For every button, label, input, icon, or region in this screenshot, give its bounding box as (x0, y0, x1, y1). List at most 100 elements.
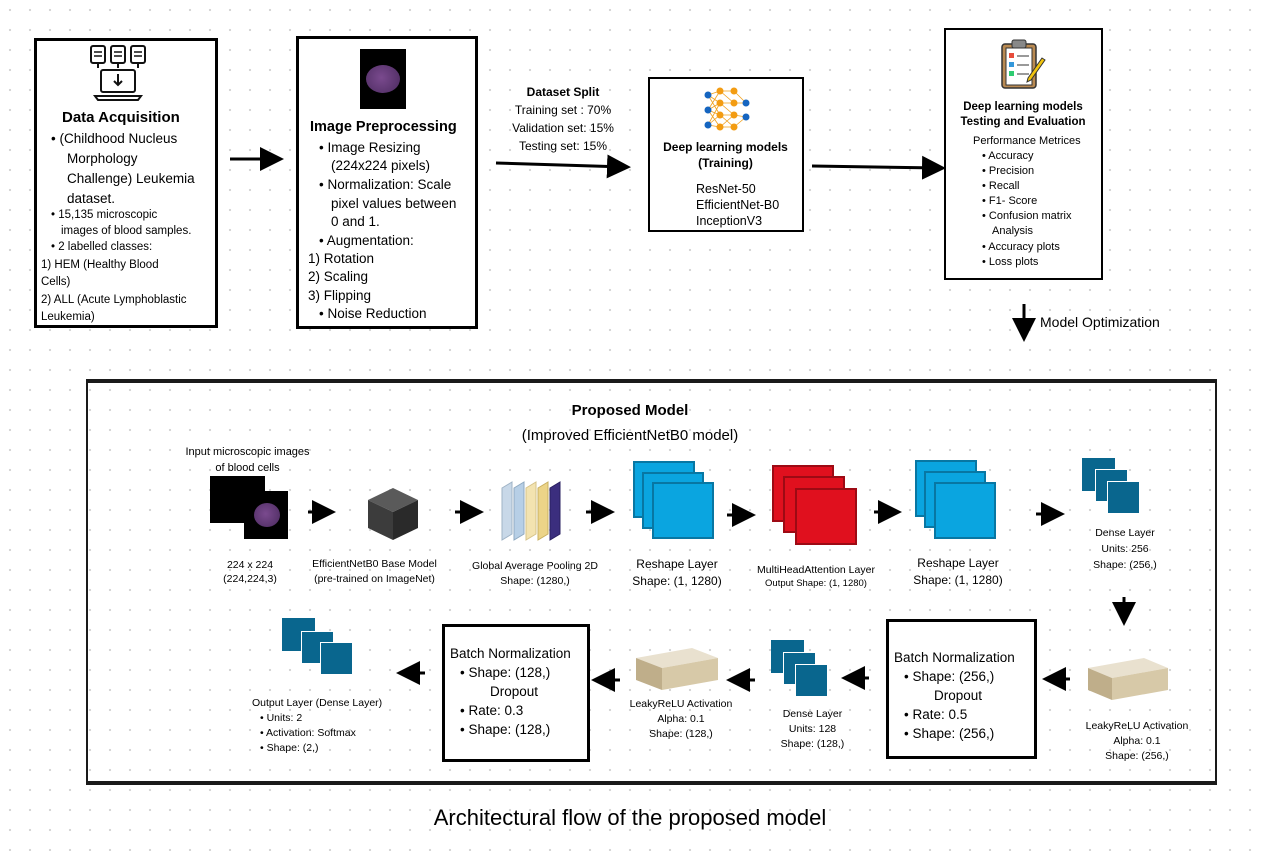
pre-line-8: 3) Flipping (308, 288, 372, 303)
leaky128-line2: Alpha: 0.1 (657, 713, 705, 725)
bn256-box: Batch Normalization • Shape: (256,) Drop… (886, 619, 1037, 759)
mha-caption: MultiHeadAttention Layer Output Shape: (… (746, 563, 886, 591)
dataset-split-title: Dataset Split (526, 85, 600, 99)
base-model-caption: EfficientNetB0 Base Model (pre-trained o… (297, 557, 452, 587)
bn256-dropout: Dropout (934, 688, 983, 703)
metric-accuracy: • Accuracy (982, 150, 1034, 162)
metric-loss-plots: • Loss plots (982, 256, 1039, 268)
output-shape: • Shape: (2,) (260, 742, 319, 754)
data-acquisition-box: Data Acquisition • (Childhood Nucleus Mo… (34, 38, 218, 328)
leaky128-caption: LeakyReLU Activation Alpha: 0.1 Shape: (… (614, 697, 748, 742)
bn128-box: Batch Normalization • Shape: (128,) Drop… (442, 624, 590, 762)
input-label-line1: Input microscopic images (185, 446, 310, 458)
evaluation-title-line2: Testing and Evaluation (960, 116, 1086, 128)
input-label: Input microscopic images of blood cells (160, 444, 335, 476)
input-image-front (244, 491, 288, 539)
bn256-title: Batch Normalization (894, 650, 1015, 665)
metric-precision: • Precision (982, 165, 1035, 177)
pre-line-1: (224x224 pixels) (331, 158, 431, 173)
output-square-3 (320, 642, 353, 675)
mha-line1: MultiHeadAttention Layer (757, 564, 875, 576)
leaky128-slab-icon (636, 648, 718, 690)
training-title-line2: (Training) (698, 156, 753, 170)
pre-line-9: • Noise Reduction (319, 306, 427, 321)
output-title: Output Layer (Dense Layer) (252, 697, 383, 709)
bn128-shape: • Shape: (128,) (460, 665, 551, 680)
gap-caption: Global Average Pooling 2D Shape: (1280,) (462, 559, 608, 589)
mha-square-front (795, 488, 857, 545)
model-resnet50: ResNet-50 (696, 182, 756, 196)
acq-line-10: Leukemia) (41, 311, 95, 323)
documents-laptop-icon (90, 45, 146, 101)
pre-line-4: 0 and 1. (331, 214, 380, 229)
reshape1-caption: Reshape Layer Shape: (1, 1280) (612, 556, 742, 590)
model-optimization-label: Model Optimization (1040, 314, 1160, 330)
acq-line-8: Cells) (41, 276, 71, 288)
input-caption-line1: 224 x 224 (226, 559, 274, 571)
model-efficientnetb0: EfficientNet-B0 (696, 198, 780, 212)
arrow-split-training (495, 154, 631, 179)
reshape2-line2: Shape: (1, 1280) (913, 573, 1003, 587)
dense128-line3: Shape: (128,) (780, 738, 845, 750)
bn128-dropout: Dropout (490, 684, 539, 699)
acq-line-0: • (Childhood Nucleus (51, 131, 178, 146)
data-acquisition-title: Data Acquisition (62, 109, 180, 126)
bn128-title: Batch Normalization (450, 646, 571, 661)
evaluation-title: Deep learning models Testing and Evaluat… (946, 100, 1100, 130)
leaky256-line2: Alpha: 0.1 (1113, 735, 1161, 747)
split-validation: Validation set: 15% (512, 121, 614, 135)
reshape2-square-front (934, 482, 996, 539)
metric-confusion: • Confusion matrix (982, 210, 1072, 222)
image-preprocessing-title: Image Preprocessing (310, 119, 457, 135)
pre-line-6: 1) Rotation (308, 251, 375, 266)
gap-line2: Shape: (1280,) (500, 575, 570, 587)
leaky256-line1: LeakyReLU Activation (1085, 720, 1189, 732)
image-preprocessing-box: Image Preprocessing • Image Resizing (22… (296, 36, 478, 329)
dense256-caption: Dense Layer Units: 256 Shape: (256,) (1070, 525, 1180, 573)
dense256-square-3 (1107, 481, 1140, 514)
training-title: Deep learning models (Training) (650, 139, 801, 171)
metric-accuracy-plots: • Accuracy plots (982, 241, 1060, 253)
pre-line-3: pixel values between (331, 196, 457, 211)
bn256-shape: • Shape: (256,) (904, 669, 995, 684)
dense128-line2: Units: 128 (788, 723, 837, 735)
split-testing: Testing set: 15% (518, 139, 608, 153)
pooling-layers-icon (501, 481, 561, 541)
training-models: ResNet-50 EfficientNet-B0 InceptionV3 (696, 181, 779, 229)
mha-line2: Output Shape: (1, 1280) (765, 578, 867, 589)
proposed-model-frame (86, 379, 1217, 785)
reshape2-line1: Reshape Layer (917, 556, 999, 570)
pre-line-2: • Normalization: Scale (319, 177, 452, 192)
pre-line-5: • Augmentation: (319, 233, 414, 248)
acq-line-7: 1) HEM (Healthy Blood (41, 259, 159, 271)
base-model-line2: (pre-trained on ImageNet) (314, 573, 435, 585)
output-units: • Units: 2 (260, 712, 303, 724)
training-box: Deep learning models (Training) ResNet-5… (648, 77, 804, 232)
figure-caption: Architectural flow of the proposed model (433, 805, 827, 830)
bn256-rate: • Rate: 0.5 (904, 707, 968, 722)
reshape1-square-front (652, 482, 714, 539)
training-title-line1: Deep learning models (663, 140, 788, 154)
bn128-rate: • Rate: 0.3 (460, 703, 524, 718)
leaky256-line3: Shape: (256,) (1105, 750, 1169, 762)
proposed-model-title: Proposed Model (571, 402, 689, 419)
input-caption: 224 x 224 (224,224,3) (200, 558, 300, 586)
input-label-line2: of blood cells (215, 462, 280, 474)
dense256-line2: Units: 256 (1101, 543, 1149, 555)
cube-icon (368, 488, 418, 540)
bn256-shape2: • Shape: (256,) (904, 726, 995, 741)
dense128-caption: Dense Layer Units: 128 Shape: (128,) (760, 707, 865, 752)
dense256-line3: Shape: (256,) (1093, 559, 1157, 571)
reshape1-line2: Shape: (1, 1280) (632, 574, 722, 588)
acq-line-1: Morphology (67, 151, 138, 166)
input-caption-line2: (224,224,3) (223, 573, 277, 585)
acq-line-3: dataset. (67, 191, 116, 206)
evaluation-subtitle: Performance Metrices (973, 135, 1081, 147)
leaky256-caption: LeakyReLU Activation Alpha: 0.1 Shape: (… (1070, 719, 1204, 764)
leaky128-line3: Shape: (128,) (649, 728, 713, 740)
model-inceptionv3: InceptionV3 (696, 214, 763, 228)
metric-confusion-analysis: Analysis (992, 225, 1033, 237)
gap-line1: Global Average Pooling 2D (472, 560, 598, 572)
acq-line-6: • 2 labelled classes: (51, 241, 153, 253)
